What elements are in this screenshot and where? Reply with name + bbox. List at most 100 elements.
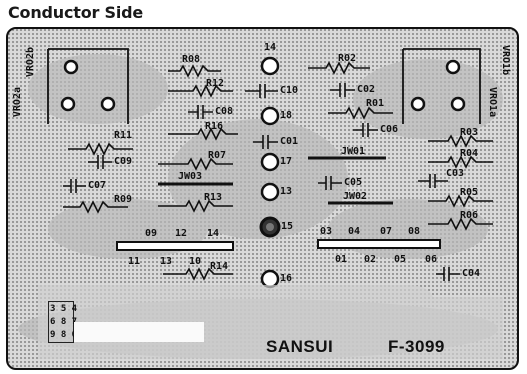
pad-18 <box>260 106 280 126</box>
pot-vr02b-label: VRO2b <box>25 47 36 78</box>
capacitor-c06-label: C06 <box>380 124 399 135</box>
capacitor-c04-symbol <box>436 267 460 281</box>
connector-left-pin-13: 13 <box>160 256 173 267</box>
resistor-r06-label: R06 <box>460 210 479 221</box>
resistor-r04-label: R04 <box>460 148 479 159</box>
pad-15-label: 15 <box>281 221 294 232</box>
pad-13 <box>260 182 280 202</box>
pad-13-label: 13 <box>280 186 293 197</box>
resistor-r02-symbol <box>308 61 370 75</box>
pot-left-outline <box>47 48 129 124</box>
capacitor-c07-label: C07 <box>88 180 107 191</box>
resistor-r12-label: R12 <box>206 78 225 89</box>
capacitor-c01-symbol <box>253 135 278 149</box>
resistor-r05-label: R05 <box>460 187 479 198</box>
capacitor-c02-label: C02 <box>357 84 376 95</box>
capacitor-c05-symbol <box>318 176 342 190</box>
resistor-r11-label: R11 <box>114 130 133 141</box>
capacitor-c08-label: C08 <box>215 106 234 117</box>
resistor-r04-symbol <box>428 155 493 169</box>
resistor-r14-label: R14 <box>210 261 229 272</box>
jumper-jw01-label: JW01 <box>341 146 366 157</box>
pot-right-outline <box>402 48 481 124</box>
capacitor-c09-symbol <box>88 155 112 169</box>
pot-vr02a-label: VRO2a <box>12 87 23 118</box>
capacitor-c06-symbol <box>353 123 378 137</box>
pot-right-pad-3 <box>450 96 466 112</box>
pcb-board: VRO2a VRO2b VRO1a VRO1b R08 R12 R16 R11 … <box>6 27 519 370</box>
connector-right-pin-07: 07 <box>380 226 393 237</box>
pad-14 <box>260 56 280 76</box>
pot-right-pad-2 <box>410 96 426 112</box>
capacitor-c10-symbol <box>245 84 278 98</box>
pot-right-pad-1 <box>445 59 461 75</box>
pot-left-pad-3 <box>100 96 116 112</box>
resistor-r14-symbol <box>163 267 233 281</box>
board-id-row-1: 3 5 4 <box>50 304 78 314</box>
blank-label-area <box>74 322 204 342</box>
connector-right-pin-05: 05 <box>394 254 407 265</box>
brand-name: SANSUI <box>266 337 334 356</box>
connector-right-strip <box>317 239 441 249</box>
capacitor-c10-label: C10 <box>280 85 299 96</box>
board-id-row-2: 6 8 7 <box>50 317 78 327</box>
connector-right-pin-08: 08 <box>408 226 421 237</box>
resistor-r01-label: R01 <box>366 98 385 109</box>
capacitor-c02-symbol <box>330 83 355 97</box>
connector-left-pin-10: 10 <box>189 256 202 267</box>
pad-17 <box>260 152 280 172</box>
connector-right-pin-02: 02 <box>364 254 377 265</box>
board-id-row-3: 9 8 0 <box>50 330 78 340</box>
resistor-r02-label: R02 <box>338 53 357 64</box>
pad-18-label: 18 <box>280 110 293 121</box>
capacitor-c03-symbol <box>418 174 448 188</box>
connector-right-pin-04: 04 <box>348 226 361 237</box>
pad-17-label: 17 <box>280 156 293 167</box>
pad-14-label: 14 <box>264 42 277 53</box>
resistor-r12-symbol <box>168 84 233 98</box>
pot-left-pad-1 <box>63 59 79 75</box>
resistor-r03-label: R03 <box>460 127 479 138</box>
connector-left-pin-12: 12 <box>175 228 188 239</box>
capacitor-c01-label: C01 <box>280 136 299 147</box>
pot-left-pad-2 <box>60 96 76 112</box>
resistor-r01-symbol <box>328 106 393 120</box>
resistor-r07-symbol <box>158 157 233 171</box>
capacitor-c09-label: C09 <box>114 156 133 167</box>
connector-right-pin-06: 06 <box>425 254 438 265</box>
pot-vr01a-label: VRO1a <box>487 87 498 118</box>
connector-right-pin-01: 01 <box>335 254 348 265</box>
jumper-jw02-label: JW02 <box>343 191 368 202</box>
pad-16-label: 16 <box>280 273 293 284</box>
connector-right-pin-03: 03 <box>320 226 333 237</box>
model-number: F-3099 <box>388 337 445 356</box>
resistor-r11-symbol <box>68 142 133 156</box>
resistor-r13-label: R13 <box>204 192 223 203</box>
pot-vr01b-label: VRO1b <box>500 45 511 76</box>
capacitor-c04-label: C04 <box>462 268 481 279</box>
resistor-r07-label: R07 <box>208 150 227 161</box>
resistor-r03-symbol <box>428 134 493 148</box>
connector-left-pin-14: 14 <box>207 228 220 239</box>
capacitor-c03-label: C03 <box>446 168 465 179</box>
capacitor-c08-symbol <box>188 105 213 119</box>
connector-left-strip <box>116 241 234 251</box>
resistor-r09-symbol <box>63 200 128 214</box>
resistor-r05-symbol <box>428 194 493 208</box>
jumper-jw03-label: JW03 <box>178 171 203 182</box>
resistor-r08-symbol <box>168 64 221 78</box>
capacitor-c07-symbol <box>63 179 86 193</box>
pad-16 <box>260 269 280 289</box>
resistor-r16-label: R16 <box>205 121 224 132</box>
connector-left-pin-11: 11 <box>128 256 141 267</box>
connector-left-pin-09: 09 <box>145 228 158 239</box>
resistor-r09-label: R09 <box>114 194 133 205</box>
pcb-artwork <box>18 48 503 359</box>
resistor-r06-symbol <box>428 217 493 231</box>
diagram-title: Conductor Side <box>8 3 144 22</box>
resistor-r08-label: R08 <box>182 54 201 65</box>
capacitor-c05-label: C05 <box>344 177 363 188</box>
board-id-marker: 3 5 4 6 8 7 9 8 0 <box>48 301 78 343</box>
resistor-r13-symbol <box>158 199 233 213</box>
resistor-r16-symbol <box>168 127 238 141</box>
